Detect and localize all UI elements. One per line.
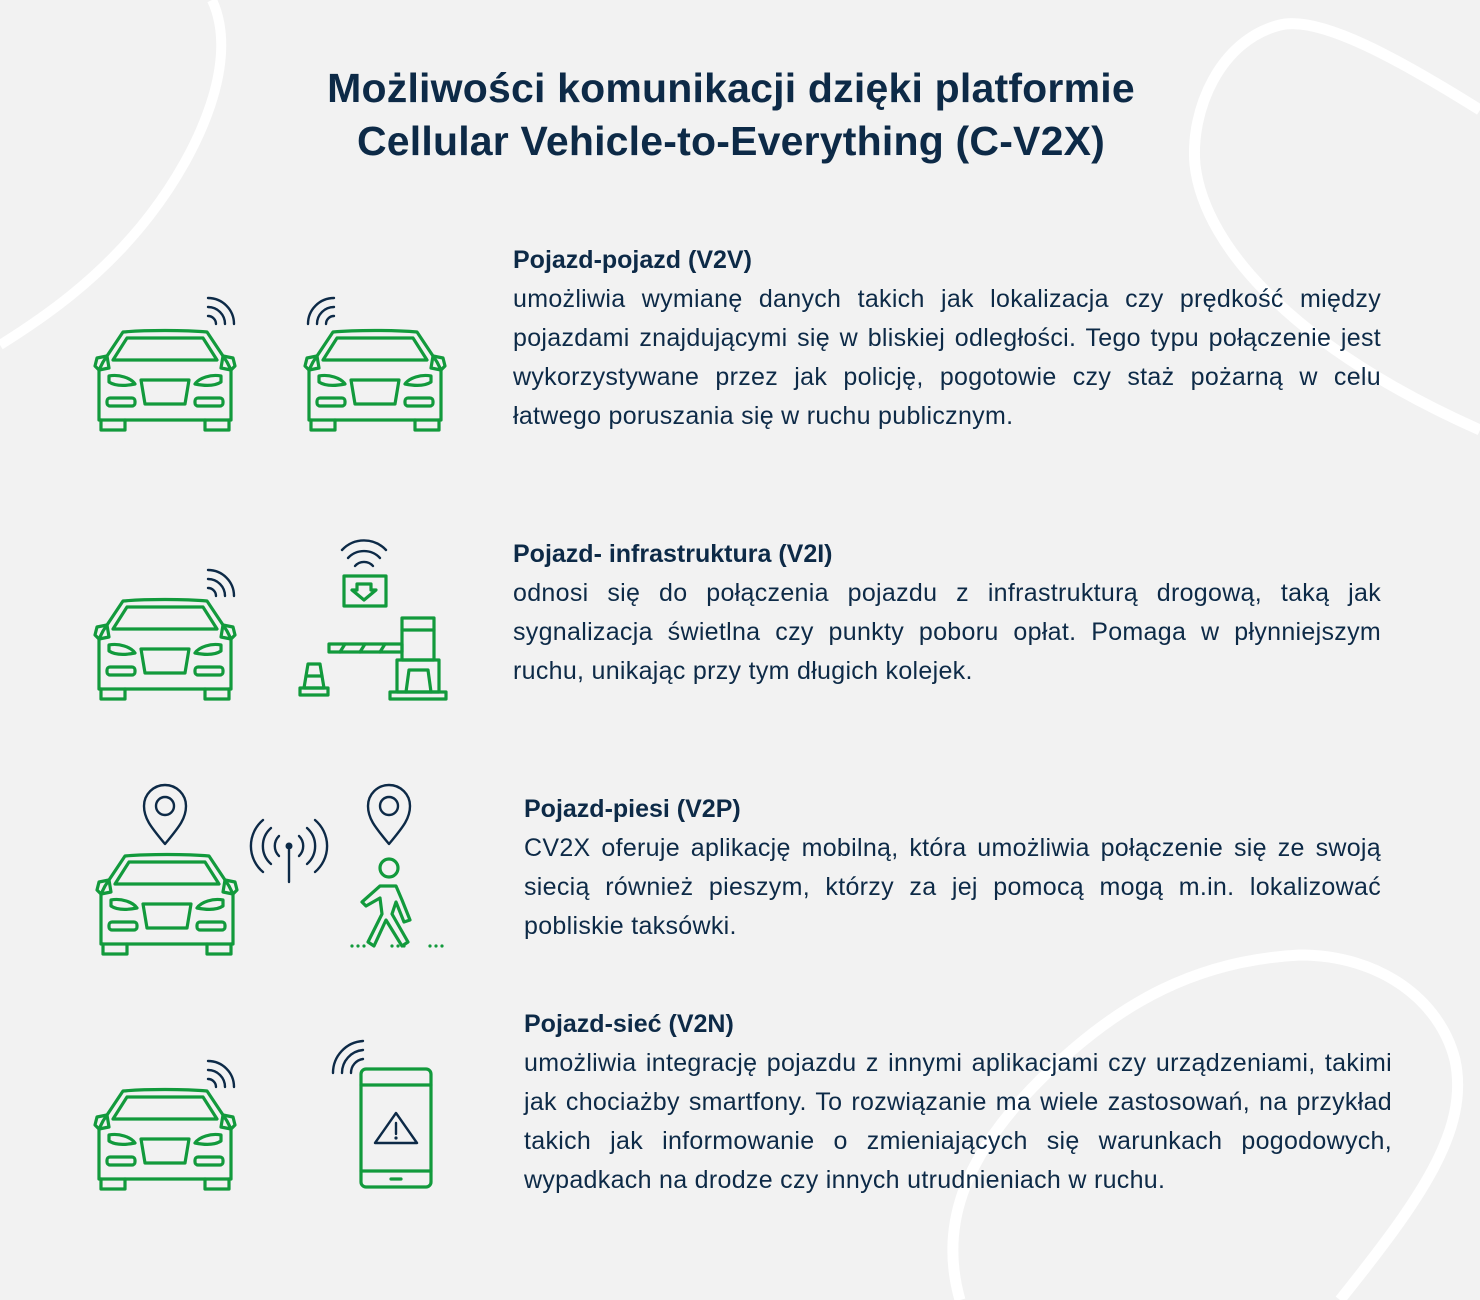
page-title-line-1: Możliwości komunikacji dzięki platformie	[327, 65, 1135, 111]
section-title: Pojazd- infrastruktura (V2I)	[513, 540, 833, 568]
page-title: Możliwości komunikacji dzięki platformie…	[0, 62, 1462, 168]
v2i-illustration	[90, 538, 460, 708]
car-with-signal-icon	[303, 296, 447, 432]
section-v2v: Pojazd-pojazd (V2V) umożliwia wymianę da…	[513, 245, 1381, 436]
car-with-signal-icon	[93, 296, 237, 432]
v2p-illustration	[90, 782, 460, 962]
antenna-broadcast-icon	[249, 818, 329, 884]
section-body: CV2X oferuje aplikację mobilną, która um…	[524, 834, 1381, 940]
v2n-illustration	[90, 1035, 450, 1195]
car-with-location-pin-icon	[95, 783, 239, 956]
section-title: Pojazd-sieć (V2N)	[524, 1010, 734, 1038]
section-body: umożliwia integrację pojazdu z innymi ap…	[524, 1049, 1392, 1194]
section-body: umożliwia wymianę danych takich jak loka…	[513, 285, 1381, 430]
car-with-signal-icon	[93, 568, 237, 701]
v2v-illustration	[90, 292, 450, 432]
page-title-line-2: Cellular Vehicle-to-Everything (C-V2X)	[356, 118, 1106, 164]
section-v2n: Pojazd-sieć (V2N) umożliwia integrację p…	[524, 1009, 1392, 1200]
section-title: Pojazd-pojazd (V2V)	[513, 246, 752, 274]
car-with-signal-icon	[93, 1059, 237, 1191]
section-v2p: Pojazd-piesi (V2P) CV2X oferuje aplikacj…	[524, 794, 1381, 946]
section-title: Pojazd-piesi (V2P)	[524, 795, 741, 823]
section-v2i: Pojazd- infrastruktura (V2I) odnosi się …	[513, 539, 1381, 691]
smartphone-warning-icon	[331, 1039, 433, 1189]
toll-gate-barrier-icon	[298, 539, 448, 701]
pedestrian-with-location-pin-icon	[350, 783, 444, 948]
section-body: odnosi się do połączenia pojazdu z infra…	[513, 579, 1381, 685]
